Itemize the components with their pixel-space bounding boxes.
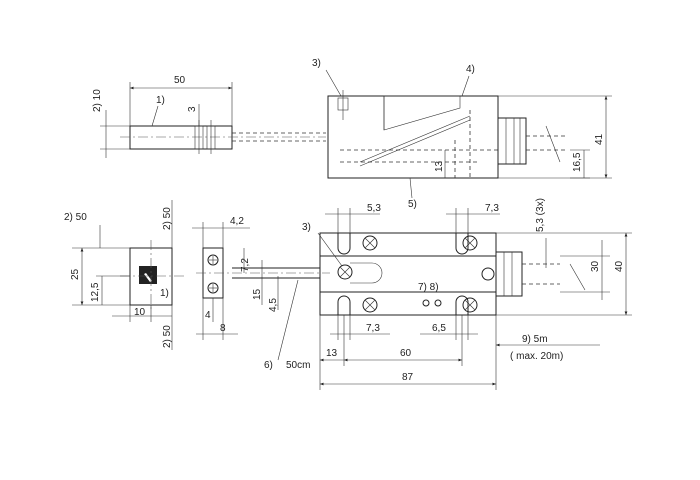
dim-6-5: 6,5 [432, 323, 446, 334]
dim-13-bottom: 13 [326, 348, 338, 359]
dim-2-50-left: 2) 50 [64, 212, 87, 223]
callout-5: 5) [408, 199, 417, 210]
dim-2-50-bottom: 2) 50 [162, 325, 173, 348]
dim-10: 10 [134, 307, 146, 318]
dim-41: 41 [594, 133, 605, 145]
cable-length-50cm: 50cm [286, 360, 310, 371]
dim-4-2: 4,2 [230, 216, 244, 227]
dim-7-3-top: 7,3 [485, 203, 499, 214]
dim-40: 40 [614, 260, 625, 272]
callout-9-5m: 9) 5m [522, 334, 548, 345]
dim-5-3: 5,3 [367, 203, 381, 214]
callout-1: 1) [156, 95, 165, 106]
connector-end-view: 4,2 4 8 7,2 15 4,5 [192, 216, 279, 340]
dim-2-50-top: 2) 50 [162, 207, 173, 230]
magnet-side-view: 50 2) 10 1) 3 [92, 75, 326, 158]
dim-12-5: 12,5 [90, 282, 101, 302]
callout-3-top: 3) [312, 58, 321, 69]
dim-8: 8 [220, 323, 226, 334]
dim-7-2: 7,2 [240, 258, 251, 272]
dim-50: 50 [174, 75, 186, 86]
dim-15: 15 [252, 288, 263, 300]
callout-7-8: 7) 8) [418, 282, 439, 293]
sensor-top-view: 7) 8) 3) 5,3 7,3 5,3 (3x) 7,3 6,5 [302, 198, 632, 390]
callout-1-front: 1) [160, 288, 169, 299]
dim-87: 87 [402, 372, 414, 383]
callout-6: 6) [264, 360, 273, 371]
dim-3: 3 [187, 106, 198, 112]
dim-5-3-3x: 5,3 (3x) [535, 198, 546, 232]
max-20m: ( max. 20m) [510, 351, 563, 362]
dim-4: 4 [205, 310, 211, 321]
dim-25: 25 [70, 268, 81, 280]
dim-30: 30 [590, 260, 601, 272]
dim-13: 13 [434, 160, 445, 172]
magnet-front-view: 1) 2) 50 2) 50 25 12,5 10 2) 50 [64, 200, 185, 350]
dim-4-5: 4,5 [268, 298, 279, 312]
dim-2-10: 2) 10 [92, 89, 103, 112]
dim-7-3-bottom: 7,3 [366, 323, 380, 334]
cable-6: 6) 50cm [232, 267, 330, 371]
dim-16-5: 16,5 [572, 152, 583, 172]
dim-60: 60 [400, 348, 412, 359]
callout-3-front: 3) [302, 222, 311, 233]
callout-4: 4) [466, 64, 475, 75]
sensor-side-view: 3) 4) 5) 13 16,5 41 [312, 58, 612, 210]
